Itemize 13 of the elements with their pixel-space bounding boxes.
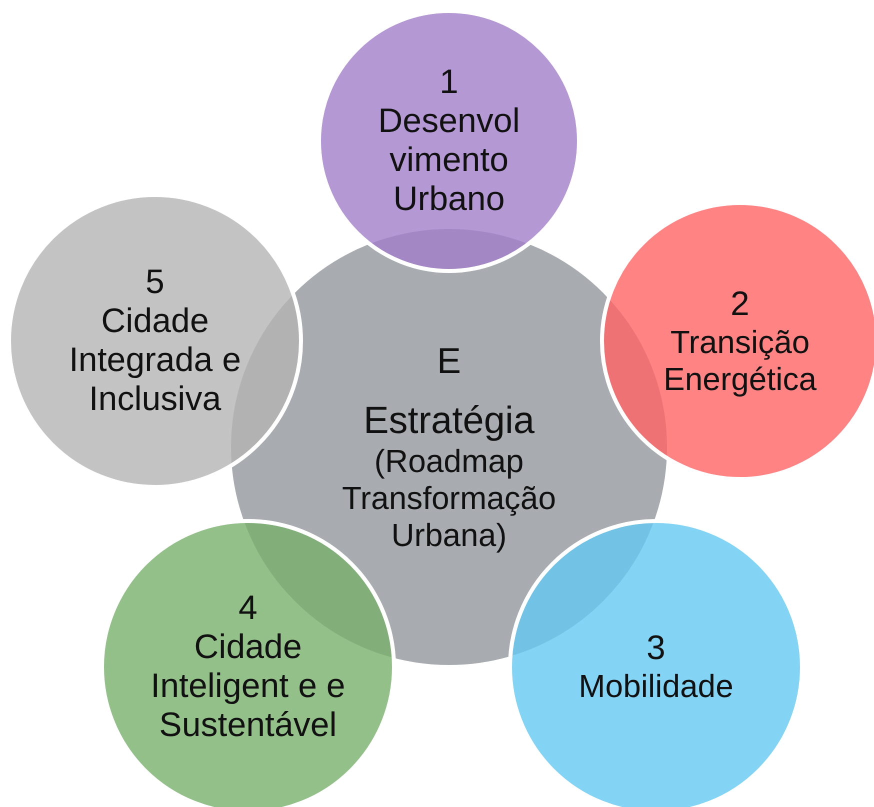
circle-label: (Roadmap Transformação Urbana) xyxy=(341,443,557,554)
circle-number: 1 xyxy=(438,62,460,102)
circle-label: Cidade Integrada e Inclusiva xyxy=(68,302,242,420)
circle-label: Transição Energética xyxy=(662,324,818,398)
circle-number: E xyxy=(436,340,462,382)
circle-number: 2 xyxy=(730,284,750,324)
circle-label: Desenvol vimento Urbano xyxy=(377,102,521,220)
circle-number: 5 xyxy=(144,262,166,302)
circle-label: Mobilidade xyxy=(578,668,734,705)
circle-label: Estratégia xyxy=(362,400,536,444)
circle-number: 4 xyxy=(238,588,258,628)
circle-number: 3 xyxy=(646,629,666,668)
circle-label: Cidade Inteligent e e Sustentável xyxy=(150,628,346,746)
